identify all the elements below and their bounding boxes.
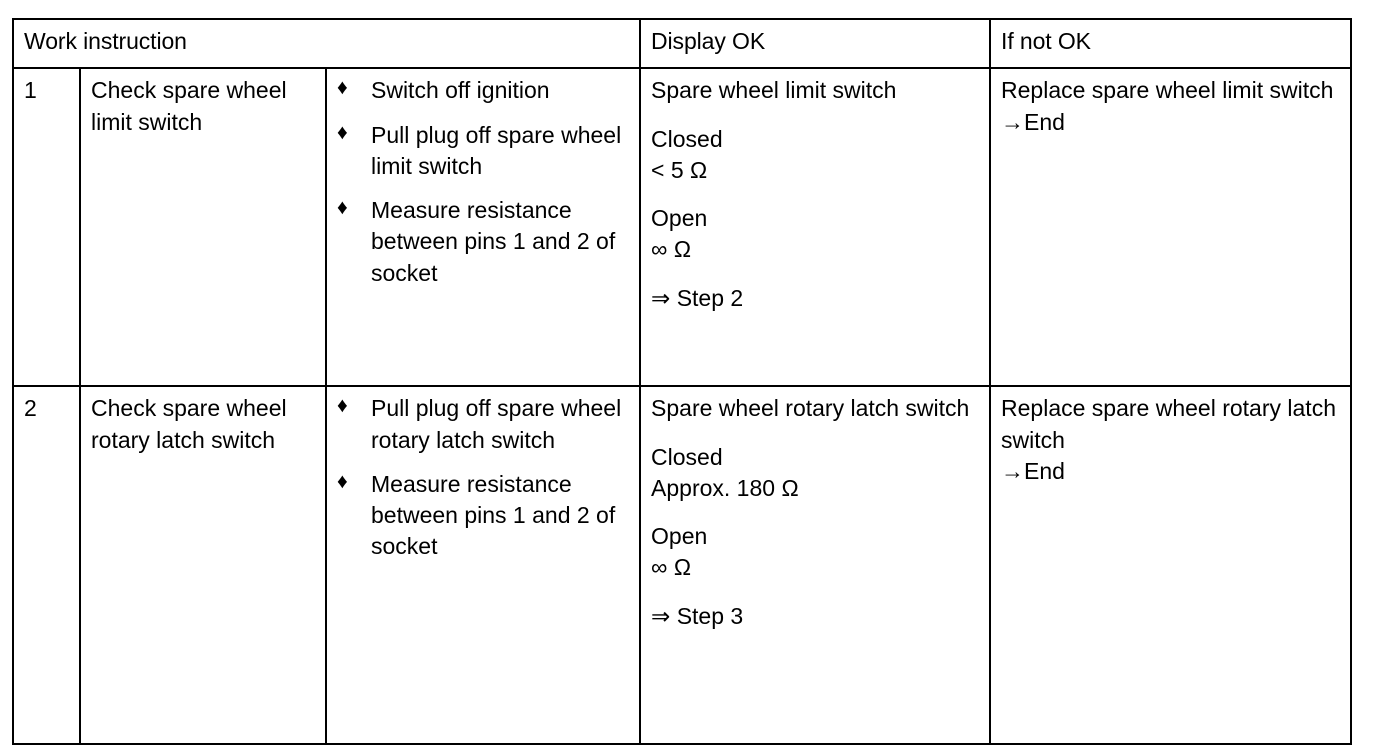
if-not-ok-lines: Replace spare wheel rotary latch switch …: [1001, 393, 1340, 487]
action-text: Measure resistance between pins 1 and 2 …: [371, 197, 616, 286]
display-ok-title: Spare wheel rotary latch switch: [651, 395, 970, 422]
end-reference: →End: [1001, 108, 1065, 135]
diamond-bullet-icon: ♦: [337, 394, 348, 418]
column-header-work-instruction: Work instruction: [11, 17, 642, 70]
list-item: ♦ Measure resistance between pins 1 and …: [337, 195, 629, 289]
action-text: Pull plug off spare wheel limit switch: [371, 121, 622, 179]
remedy-action: Replace spare wheel limit switch: [1001, 77, 1334, 104]
action-text: Switch off ignition: [371, 77, 550, 104]
column-header-display-ok: Display OK: [639, 17, 992, 70]
table-row: 1 Check spare wheel limit switch ♦ Switc…: [12, 67, 1353, 388]
closed-label: Closed: [651, 443, 723, 470]
list-item: ♦ Switch off ignition: [337, 75, 629, 106]
if-not-ok-cell: Replace spare wheel limit switch →End: [989, 67, 1353, 388]
display-ok-lines: Spare wheel rotary latch switch Closed A…: [651, 393, 979, 632]
list-item: ♦ Pull plug off spare wheel limit switch: [337, 120, 629, 183]
next-step-reference: ⇒ Step 2: [651, 284, 744, 311]
table-header: Work instruction Display OK If not OK: [11, 17, 1353, 70]
step-description: Check spare wheel rotary latch switch: [79, 385, 327, 746]
spacer: [651, 425, 979, 442]
step-number: 2: [12, 385, 81, 746]
display-ok-cell: Spare wheel limit switch Closed < 5 Ω Op…: [639, 67, 992, 388]
step-actions: ♦ Pull plug off spare wheel rotary latch…: [324, 385, 642, 746]
end-reference: →End: [1001, 457, 1065, 484]
closed-value: Approx. 180 Ω: [651, 474, 799, 501]
diamond-bullet-icon: ♦: [337, 196, 348, 220]
diamond-bullet-icon: ♦: [337, 120, 348, 144]
closed-label: Closed: [651, 125, 723, 152]
step-number: 1: [12, 67, 81, 388]
spacer: [651, 107, 979, 124]
open-label: Open: [651, 205, 708, 232]
header-row: Work instruction Display OK If not OK: [11, 17, 1353, 70]
closed-value: < 5 Ω: [651, 156, 708, 183]
action-text: Pull plug off spare wheel rotary latch s…: [371, 395, 622, 453]
display-ok-cell: Spare wheel rotary latch switch Closed A…: [639, 385, 992, 746]
action-list: ♦ Switch off ignition ♦ Pull plug off sp…: [337, 75, 629, 289]
spacer: [651, 266, 979, 283]
if-not-ok-cell: Replace spare wheel rotary latch switch …: [989, 385, 1353, 746]
action-list: ♦ Pull plug off spare wheel rotary latch…: [337, 393, 629, 562]
open-value: ∞ Ω: [651, 554, 692, 581]
step-description: Check spare wheel limit switch: [79, 67, 327, 388]
work-instruction-table: Work instruction Display OK If not OK 1 …: [11, 17, 1353, 746]
list-item: ♦ Measure resistance between pins 1 and …: [337, 469, 629, 563]
display-ok-title: Spare wheel limit switch: [651, 77, 897, 104]
spacer: [651, 504, 979, 521]
column-header-if-not-ok: If not OK: [989, 17, 1353, 70]
open-label: Open: [651, 523, 708, 550]
next-step-reference: ⇒ Step 3: [651, 602, 744, 629]
list-item: ♦ Pull plug off spare wheel rotary latch…: [337, 393, 629, 456]
diamond-bullet-icon: ♦: [337, 76, 348, 100]
display-ok-lines: Spare wheel limit switch Closed < 5 Ω Op…: [651, 75, 979, 314]
table-row: 2 Check spare wheel rotary latch switch …: [12, 385, 1353, 746]
action-text: Measure resistance between pins 1 and 2 …: [371, 470, 616, 560]
open-value: ∞ Ω: [651, 236, 692, 263]
remedy-action: Replace spare wheel rotary latch switch: [1001, 395, 1336, 453]
spacer: [651, 186, 979, 203]
step-actions: ♦ Switch off ignition ♦ Pull plug off sp…: [324, 67, 642, 388]
spacer: [651, 584, 979, 601]
table-body: 1 Check spare wheel limit switch ♦ Switc…: [12, 67, 1353, 746]
if-not-ok-lines: Replace spare wheel limit switch →End: [1001, 75, 1340, 138]
diamond-bullet-icon: ♦: [337, 469, 348, 493]
